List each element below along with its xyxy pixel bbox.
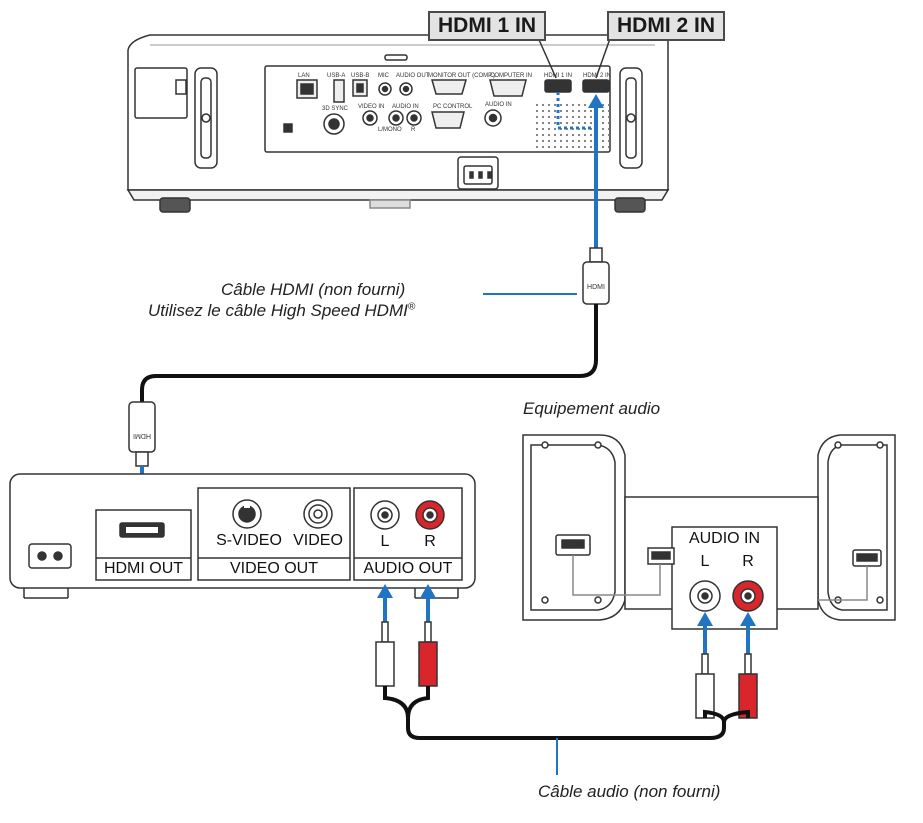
port-label-3d-sync: 3D SYNC — [322, 106, 349, 112]
port-label-usb-a: USB-A — [327, 73, 345, 79]
source-audio-r-label: R — [424, 533, 436, 550]
hdmi-arrow-head — [588, 94, 604, 108]
hdmi1-callout: HDMI 1 IN — [428, 11, 547, 41]
port-label-monitor-out: MONITOR OUT (COMP.) — [428, 73, 495, 79]
projector — [126, 34, 670, 213]
hdmi-cable-note-text: Utilisez le câble High Speed HDMI — [148, 301, 408, 320]
hdmi-plug-top-text: HDMI — [587, 284, 605, 291]
audio-r-arrow-head — [420, 584, 436, 598]
port-label-audio-out: AUDIO OUT — [396, 73, 430, 79]
amp-l-label: L — [700, 553, 710, 570]
video-out-label: VIDEO OUT — [229, 560, 318, 577]
port-label-r: R — [411, 127, 416, 133]
port-label-pc-control: PC CONTROL — [433, 104, 473, 110]
audio-cable-main — [406, 718, 726, 740]
audio-equipment — [522, 434, 896, 630]
audio-l-arrow-head — [377, 584, 393, 598]
hdmi-cable — [140, 304, 598, 402]
hdmi-plug-bottom-text: HDMI — [133, 432, 151, 439]
hdmi-dotted-link — [556, 92, 596, 130]
audio-cable-source-right — [406, 686, 430, 719]
audio-cable-label: Câble audio (non fourni) — [538, 782, 721, 801]
hdmi-out-label: HDMI OUT — [103, 560, 184, 577]
port-label-hdmi1: HDMI 1 IN — [544, 73, 572, 79]
hdmi2-callout: HDMI 2 IN — [607, 11, 726, 41]
registered-mark: ® — [407, 301, 416, 313]
port-label-video-in: VIDEO IN — [358, 104, 384, 110]
audio-cable-source-left — [383, 686, 410, 725]
rca-plugs-amp — [695, 653, 758, 719]
amp-audio-in-label: AUDIO IN — [688, 530, 761, 547]
hdmi-cable-note: Utilisez le câble High Speed HDMI® — [148, 301, 415, 321]
port-label-usb-b: USB-B — [351, 73, 369, 79]
hdmi-cable-label: Câble HDMI (non fourni) — [221, 280, 406, 299]
projector-port-labels: LAN USB-A USB-B MIC AUDIO OUT MONITOR OU… — [298, 73, 611, 133]
hdmi-plug-bottom: HDMI — [128, 401, 156, 467]
video-label: VIDEO — [293, 532, 343, 549]
hdmi-plug-top: HDMI — [582, 247, 610, 305]
s-video-label: S-VIDEO — [216, 532, 282, 549]
amp-r-label: R — [742, 553, 754, 570]
port-label-audio-in2: AUDIO IN — [485, 102, 512, 108]
audio-cable-amp-right — [722, 709, 750, 723]
port-label-audio-in: AUDIO IN — [392, 104, 419, 110]
amp-l-arrow-head — [697, 612, 713, 626]
source-device — [9, 473, 476, 599]
source-audio-l-label: L — [380, 533, 390, 550]
audio-equipment-title: Equipement audio — [523, 399, 661, 418]
port-label-mic: MIC — [378, 73, 390, 79]
port-label-computer-in: COMPUTER IN — [490, 73, 532, 79]
amp-r-arrow-head — [740, 612, 756, 626]
rca-plugs-source — [375, 621, 438, 687]
port-label-lan: LAN — [298, 73, 310, 79]
port-label-lmono: L/MONO — [378, 127, 402, 133]
audio-out-label: AUDIO OUT — [363, 560, 453, 577]
